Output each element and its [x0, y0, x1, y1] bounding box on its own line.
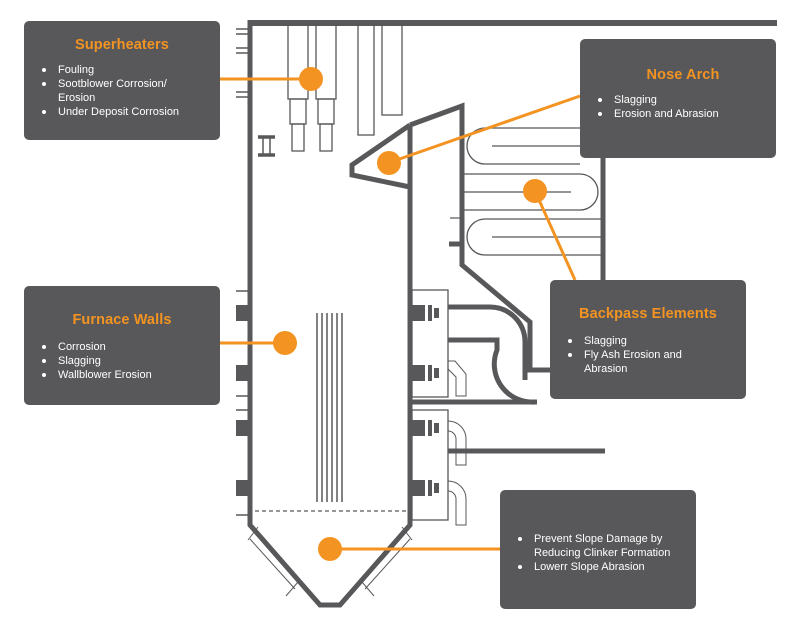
callout-nose-arch: Nose Arch Slagging Erosion and Abrasion	[580, 39, 776, 158]
issue-list: Corrosion Slagging Wallblower Erosion	[24, 340, 220, 382]
burner-boxes	[410, 289, 605, 526]
boiler-structure	[236, 20, 777, 608]
issue-item: Wallblower Erosion	[34, 368, 220, 382]
orange-dot-marker-backpass[interactable]	[523, 179, 547, 203]
callout-title: Nose Arch	[646, 67, 720, 83]
callout-backpass-elements: Backpass Elements Slagging Fly Ash Erosi…	[550, 280, 746, 399]
economizer-tubes	[462, 127, 603, 256]
wall-ticks-top	[236, 28, 248, 98]
issue-item: Fouling	[34, 63, 220, 77]
issue-item: Sootblower Corrosion/ Erosion	[34, 77, 178, 105]
issue-item: Slagging	[560, 334, 746, 348]
orange-dot-marker-furnace-walls[interactable]	[273, 331, 297, 355]
hopper-supports	[247, 526, 413, 597]
issue-item: Corrosion	[34, 340, 220, 354]
left-wallblowers	[236, 290, 248, 516]
callout-furnace-walls: Furnace Walls Corrosion Slagging Wallblo…	[24, 286, 220, 405]
callout-title: Superheaters	[75, 37, 169, 53]
issue-list: Slagging Fly Ash Erosion and Abrasion	[550, 334, 746, 376]
issue-list: Fouling Sootblower Corrosion/ Erosion Un…	[24, 63, 220, 119]
issue-item: Prevent Slope Damage by Reducing Clinker…	[510, 532, 694, 560]
markers	[273, 67, 547, 561]
issue-list: Slagging Erosion and Abrasion	[580, 93, 776, 121]
nose-arch	[349, 122, 412, 190]
callout-lower-slope: Prevent Slope Damage by Reducing Clinker…	[500, 490, 696, 609]
issue-item: Slagging	[34, 354, 220, 368]
superheater-pendants	[287, 24, 403, 152]
issue-item: Erosion and Abrasion	[590, 107, 776, 121]
connector-backpass	[533, 190, 577, 281]
orange-dot-marker-lower-slope[interactable]	[318, 537, 342, 561]
callout-title: Furnace Walls	[72, 312, 172, 328]
issue-item: Lowerr Slope Abrasion	[510, 560, 696, 574]
connector-lines	[220, 77, 581, 551]
orange-dot-marker-nose-arch[interactable]	[377, 151, 401, 175]
issue-item: Under Deposit Corrosion	[34, 105, 220, 119]
orange-dot-marker-superheaters[interactable]	[299, 67, 323, 91]
callout-title: Backpass Elements	[579, 306, 717, 322]
wall-bracket	[258, 135, 275, 157]
division-panels	[316, 313, 343, 502]
connector-nose-arch	[387, 94, 581, 165]
issue-list: Prevent Slope Damage by Reducing Clinker…	[500, 532, 696, 574]
backpass-inner-wall	[409, 102, 550, 373]
callout-superheaters: Superheaters Fouling Sootblower Corrosio…	[24, 21, 220, 140]
furnace-hopper	[247, 510, 413, 608]
issue-item: Slagging	[590, 93, 776, 107]
issue-item: Fly Ash Erosion and Abrasion	[560, 348, 704, 376]
